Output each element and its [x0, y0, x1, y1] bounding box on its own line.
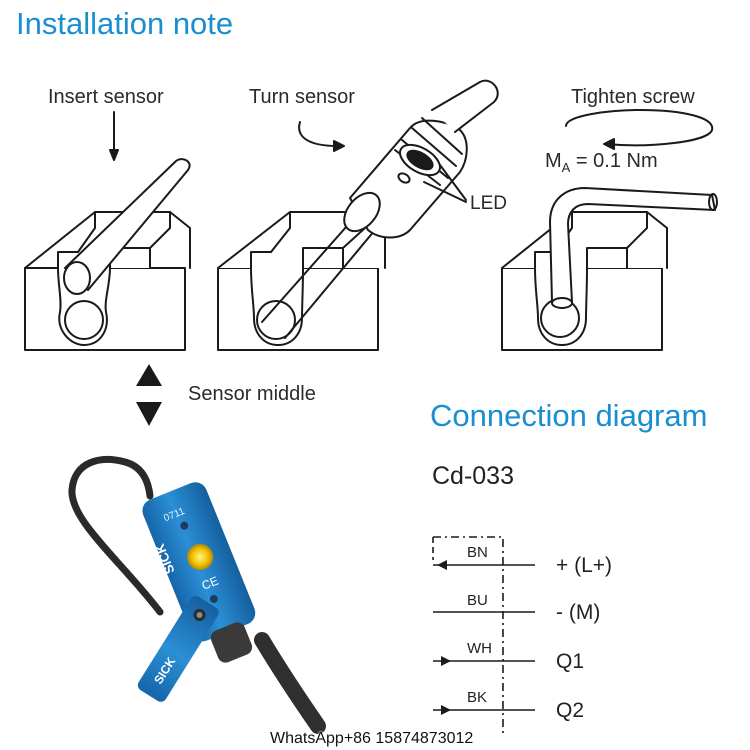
arrow-out-icon — [441, 705, 451, 715]
torque-value: = 0.1 Nm — [575, 150, 658, 172]
housing-boundary — [433, 536, 504, 737]
led-label: LED — [470, 193, 507, 214]
output-cable — [254, 632, 326, 734]
torque-subscript: A — [561, 160, 571, 175]
down-triangle-icon — [136, 402, 162, 426]
connection-title: Connection diagram — [430, 398, 708, 433]
terminal-label-minus: - (M) — [556, 601, 601, 624]
wire-label-bk: BK — [467, 689, 488, 706]
up-triangle-icon — [136, 364, 162, 386]
slot-sensor: SICK — [137, 596, 219, 702]
terminal-label-q1: Q1 — [556, 650, 585, 673]
wire-label-wh: WH — [467, 640, 492, 657]
step-label-insert: Insert sensor — [48, 86, 164, 108]
insert-sensor-illustration — [24, 111, 191, 351]
sensor-housing: 0711 SICK CE — [142, 482, 256, 663]
terminal-label-q2: Q2 — [556, 699, 585, 722]
wire-label-bn: BN — [467, 544, 488, 561]
step-label-turn: Turn sensor — [249, 86, 355, 108]
led-indicator — [187, 544, 214, 571]
torque-symbol: M — [545, 150, 562, 172]
ce-mark: CE — [200, 574, 221, 593]
turn-sensor-illustration — [217, 79, 499, 351]
tighten-screw-illustration — [501, 109, 718, 351]
arrow-in-icon — [437, 560, 447, 570]
sensor-cable — [68, 455, 164, 616]
step-label-tighten: Tighten screw — [571, 86, 695, 108]
arrow-out-icon — [441, 656, 451, 666]
installation-title: Installation note — [16, 6, 234, 41]
torque-spec: MA = 0.1 Nm — [545, 150, 658, 175]
model-label: Cd-033 — [432, 462, 514, 490]
watermark-text: WhatsApp+86 15874873012 — [270, 730, 474, 747]
terminal-label-plus: + (L+) — [556, 554, 613, 577]
sensor-middle-arrows — [136, 364, 162, 426]
wire-label-bu: BU — [467, 592, 488, 609]
sensor-middle-label: Sensor middle — [188, 383, 316, 405]
